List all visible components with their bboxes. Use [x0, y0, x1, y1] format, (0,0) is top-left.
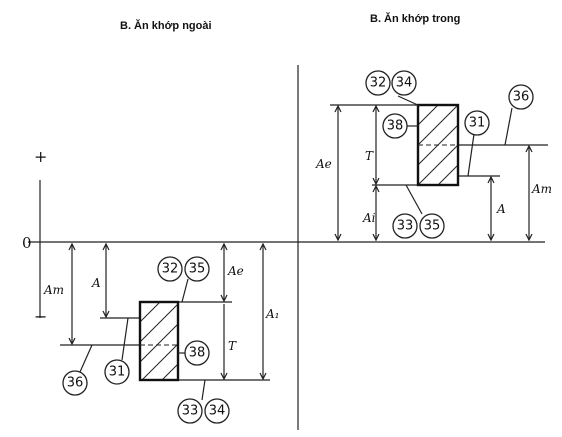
plus-sign: + — [34, 147, 47, 166]
bubble-33-text: 33 — [182, 404, 199, 419]
bubble-36 — [62, 370, 88, 396]
bubble-34 — [391, 70, 417, 96]
leader — [79, 344, 93, 373]
arrow — [68, 337, 76, 346]
bubble-35-text: 35 — [424, 219, 441, 234]
bubble-32-text: 32 — [162, 262, 179, 277]
bubble-33 — [392, 213, 418, 239]
left-label-ae: Ae — [227, 264, 244, 278]
leader — [467, 133, 475, 177]
bubble-31 — [104, 359, 130, 385]
arrow — [372, 233, 380, 242]
left-label-a: A — [91, 276, 101, 290]
right-label-ae: Ae — [315, 157, 332, 171]
right-label-a: A — [496, 202, 506, 216]
bubble-31 — [464, 110, 490, 136]
arrow — [525, 144, 533, 153]
arrow — [259, 372, 267, 381]
bubble-35 — [184, 256, 210, 282]
arrow — [220, 294, 228, 303]
arrow — [334, 233, 342, 242]
bubble-34 — [204, 398, 230, 424]
bubble-36-text: 36 — [67, 376, 84, 391]
arrow — [372, 177, 380, 186]
bubble-31-text: 31 — [469, 116, 486, 131]
arrow — [487, 233, 495, 242]
minus-sign: − — [34, 307, 47, 326]
left-tolerance-box — [138, 300, 180, 382]
arrow — [102, 242, 110, 251]
leader — [405, 184, 423, 215]
leader — [201, 379, 206, 401]
bubble-33 — [177, 398, 203, 424]
bubble-32-text: 32 — [370, 76, 387, 91]
bubble-35 — [419, 213, 445, 239]
left-label-t: T — [228, 339, 237, 353]
bubble-33-text: 33 — [397, 219, 414, 234]
right-label-ai: Ai — [362, 211, 376, 225]
right-tolerance-box — [416, 103, 460, 187]
right-diagram: Ae Ai T A Am 32 34 38 31 36 33 35 — [315, 70, 552, 242]
leader — [397, 95, 421, 107]
arrow — [334, 104, 342, 113]
arrow — [102, 310, 110, 319]
leader — [181, 278, 189, 303]
bubble-34-text: 34 — [396, 76, 413, 91]
left-label-am: Am — [43, 283, 64, 297]
arrow — [68, 242, 76, 251]
arrow — [372, 184, 380, 193]
zero-label: 0 — [22, 234, 32, 252]
arrow — [220, 372, 228, 381]
bubble-36-text: 36 — [513, 90, 530, 105]
bubble-32 — [365, 70, 391, 96]
bubble-36 — [508, 84, 534, 110]
bubble-38-text: 38 — [387, 119, 404, 134]
bubble-38-text: 38 — [189, 346, 206, 361]
arrow — [525, 233, 533, 242]
heading-internal-mesh: B. Ăn khớp trong — [370, 13, 461, 25]
arrow — [259, 242, 267, 251]
right-label-am: Am — [531, 182, 552, 196]
arrow — [372, 104, 380, 113]
arrow — [220, 242, 228, 251]
left-label-a1: A₁ — [265, 307, 279, 321]
heading-external-mesh: B. Ăn khớp ngoài — [120, 20, 212, 32]
bubble-38 — [382, 113, 408, 139]
right-label-t: T — [365, 149, 374, 163]
leader — [121, 317, 129, 361]
leader — [504, 107, 513, 146]
bubble-31-text: 31 — [109, 365, 126, 380]
bubble-34-text: 34 — [209, 404, 226, 419]
left-diagram: Am A Ae A₁ T 32 35 38 31 36 33 34 — [43, 242, 279, 424]
bubble-38 — [184, 340, 210, 366]
bubble-35-text: 35 — [189, 262, 206, 277]
bubble-32 — [157, 256, 183, 282]
arrow — [487, 175, 495, 184]
